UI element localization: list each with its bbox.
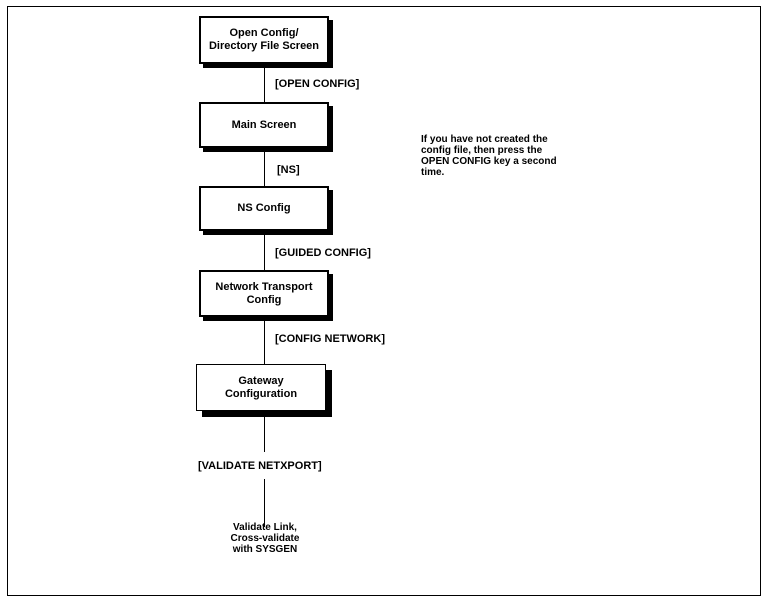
connector-line: [264, 317, 265, 364]
validate-link-step-text: Validate Link, Cross-validate with SYSGE…: [230, 522, 300, 555]
guided-config-key-label: [GUIDED CONFIG]: [275, 247, 371, 259]
network-transport-config-box: Network Transport Config: [199, 270, 329, 317]
connector-line: [264, 412, 265, 452]
connector-line: [264, 479, 265, 527]
diagram-frame: [7, 6, 761, 596]
ns-config-box: NS Config: [199, 186, 329, 231]
open-config-key-label: [OPEN CONFIG]: [275, 78, 360, 90]
open-config-screen-box: Open Config/ Directory File Screen: [199, 16, 329, 64]
open-config-note: If you have not created the config file,…: [421, 134, 557, 178]
ns-key-label: [NS]: [277, 164, 300, 176]
validate-netxport-key-label: [VALIDATE NETXPORT]: [198, 460, 322, 472]
connector-line: [264, 64, 265, 102]
main-screen-box: Main Screen: [199, 102, 329, 148]
connector-line: [264, 148, 265, 186]
gateway-configuration-box: Gateway Configuration: [196, 364, 326, 411]
connector-line: [264, 231, 265, 270]
config-network-key-label: [CONFIG NETWORK]: [275, 333, 385, 345]
